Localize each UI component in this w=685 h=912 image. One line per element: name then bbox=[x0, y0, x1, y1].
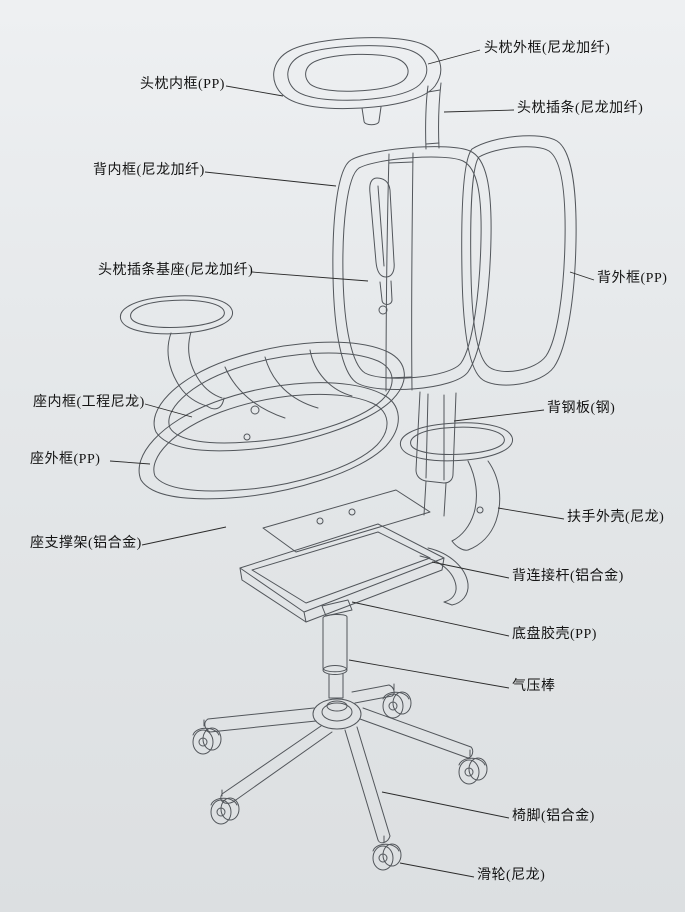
base-star-art bbox=[204, 684, 474, 844]
mechanism-plates-art bbox=[239, 489, 445, 623]
part-label-seat-support-frame: 座支撑架(铝合金) bbox=[30, 536, 142, 551]
leader-line-armrest-shell bbox=[497, 507, 565, 520]
part-label-caster-wheel: 滑轮(尼龙) bbox=[477, 868, 546, 883]
part-label-armrest-shell: 扶手外壳(尼龙) bbox=[567, 510, 665, 525]
back-connecting-rod-art bbox=[419, 547, 469, 606]
part-label-seat-outer-frame: 座外框(PP) bbox=[30, 452, 101, 467]
leader-line-seat-support-frame bbox=[141, 526, 227, 546]
leader-line-gas-lift-rod bbox=[348, 659, 510, 689]
back-steel-plate-art bbox=[415, 391, 457, 517]
leader-line-back-outer-frame bbox=[569, 271, 595, 281]
leader-line-headrest-insert-base bbox=[251, 271, 369, 282]
left-armrest-art bbox=[119, 295, 233, 410]
leader-line-chair-base bbox=[381, 791, 510, 819]
leader-line-back-steel-plate bbox=[453, 409, 545, 422]
back-outer-frame-art bbox=[461, 135, 577, 386]
casters-art bbox=[192, 683, 488, 871]
part-label-headrest-insert-strip: 头枕插条(尼龙加纤) bbox=[517, 101, 644, 116]
part-label-chair-base: 椅脚(铝合金) bbox=[512, 809, 595, 824]
leader-line-back-inner-frame bbox=[204, 171, 337, 187]
leader-line-headrest-outer-frame bbox=[427, 49, 481, 65]
headrest-insert-base-art bbox=[369, 177, 395, 315]
part-label-gas-lift-rod: 气压棒 bbox=[512, 679, 556, 694]
headrest-frame-art bbox=[273, 37, 442, 126]
leader-line-headrest-insert-strip bbox=[443, 109, 515, 113]
right-armrest-art bbox=[399, 422, 513, 551]
part-label-headrest-inner-frame: 头枕内框(PP) bbox=[140, 77, 225, 92]
leader-line-chassis-shell bbox=[351, 601, 510, 637]
leader-line-caster-wheel bbox=[399, 862, 475, 878]
leader-line-seat-outer-frame bbox=[109, 460, 151, 465]
seat-inner-frame-art bbox=[153, 341, 405, 452]
part-label-back-connecting-rod: 背连接杆(铝合金) bbox=[512, 569, 624, 584]
part-label-chassis-shell: 底盘胶壳(PP) bbox=[512, 627, 597, 642]
leader-lines bbox=[109, 49, 595, 878]
headrest-insert-strip-art bbox=[425, 82, 442, 150]
leader-line-back-connecting-rod bbox=[431, 561, 510, 579]
chair-illustration bbox=[119, 37, 577, 871]
back-inner-frame-art bbox=[332, 146, 492, 392]
part-label-headrest-outer-frame: 头枕外框(尼龙加纤) bbox=[484, 41, 611, 56]
leader-line-seat-inner-frame bbox=[144, 403, 193, 418]
part-label-headrest-insert-base: 头枕插条基座(尼龙加纤) bbox=[98, 263, 254, 278]
part-label-back-outer-frame: 背外框(PP) bbox=[597, 271, 668, 286]
part-label-back-inner-frame: 背内框(尼龙加纤) bbox=[93, 163, 205, 178]
part-label-back-steel-plate: 背钢板(钢) bbox=[547, 401, 616, 416]
part-label-seat-inner-frame: 座内框(工程尼龙) bbox=[33, 395, 145, 410]
gas-lift-art bbox=[321, 599, 353, 699]
leader-line-headrest-inner-frame bbox=[225, 85, 284, 97]
seat-outer-frame-art bbox=[138, 382, 399, 500]
